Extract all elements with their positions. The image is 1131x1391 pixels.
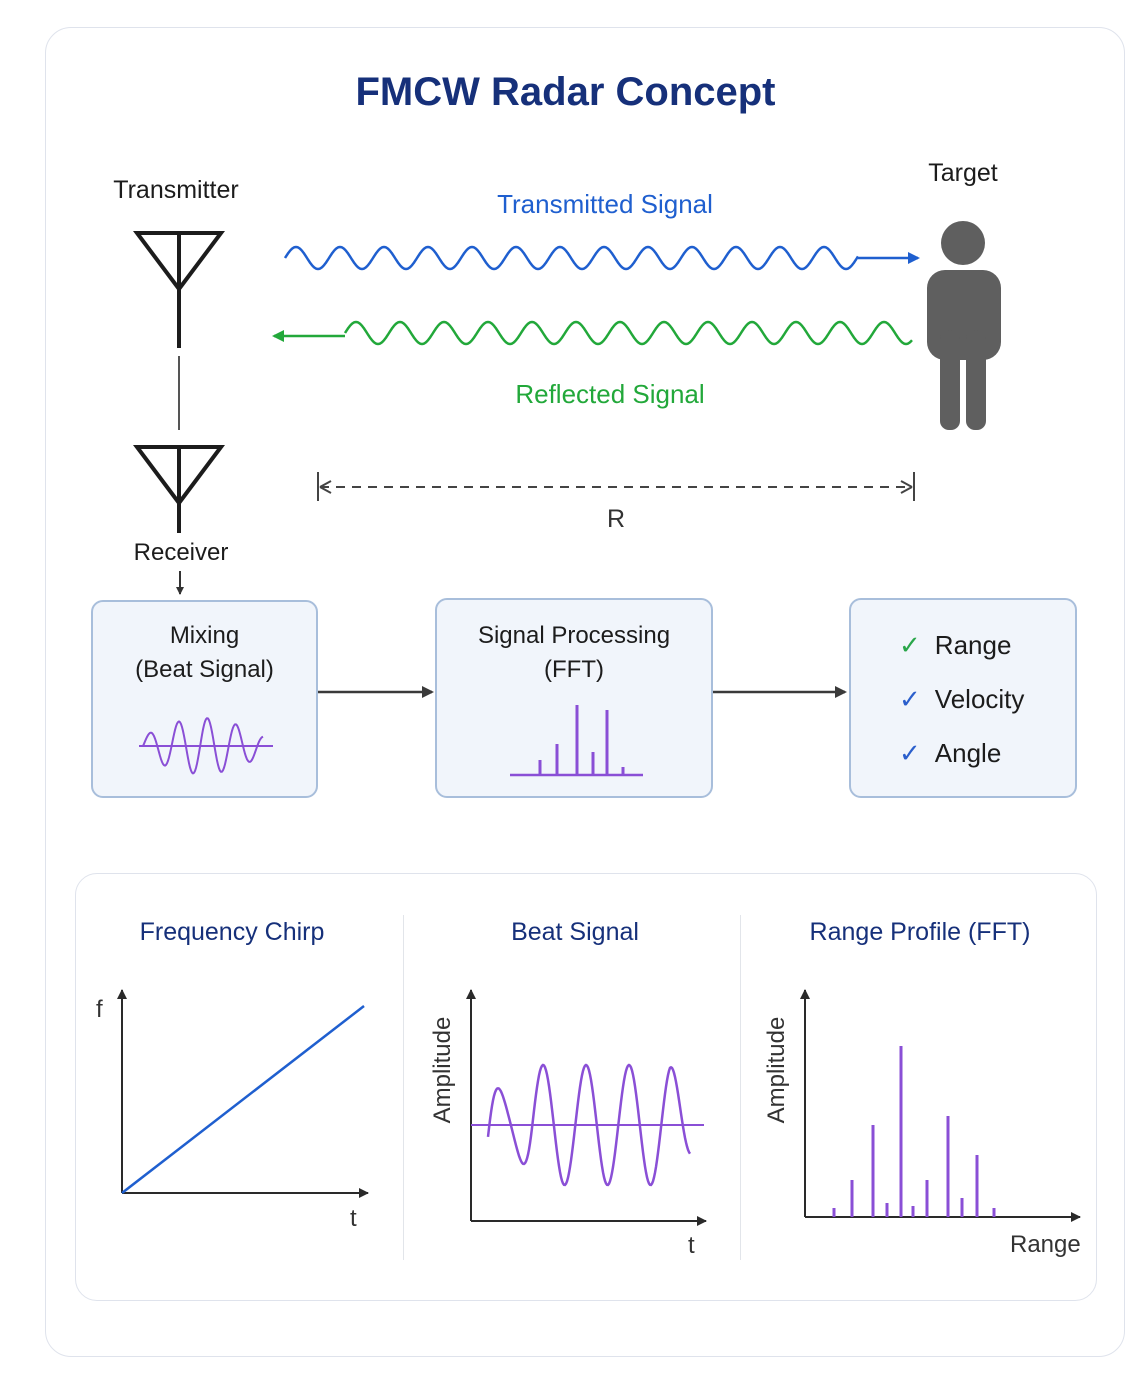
fft-axes [800, 989, 1081, 1222]
outputs-block: ✓Range ✓Velocity ✓Angle [849, 598, 1077, 798]
plot-divider [403, 915, 404, 1260]
diagram-title: FMCW Radar Concept [355, 70, 776, 114]
plots-panel [75, 873, 1097, 1301]
mixing-block-line2: (Beat Signal) [135, 656, 274, 683]
transmitter-antenna-icon [133, 231, 225, 348]
receiver-label: Receiver [133, 539, 229, 566]
mixing-beat-icon [139, 717, 273, 775]
fft-plot-title: Range Profile (FFT) [809, 918, 1031, 946]
fft-xlabel: Range [1010, 1231, 1081, 1258]
processing-block-line1: Signal Processing [477, 622, 671, 649]
processing-block: Signal Processing (FFT) [435, 598, 713, 798]
transmitted-signal-label: Transmitted Signal [497, 189, 713, 219]
transmitted-wave [283, 245, 860, 271]
output-velocity: ✓Velocity [899, 684, 1025, 714]
check-icon: ✓ [899, 684, 921, 714]
beat-xlabel: t [688, 1232, 695, 1259]
processing-block-line2: (FFT) [544, 656, 604, 683]
range-dimension-line [317, 472, 915, 501]
beat-plot-title: Beat Signal [511, 918, 639, 946]
chirp-xlabel: t [350, 1205, 357, 1232]
transmitter-label: Transmitter [113, 176, 239, 204]
plot-divider [740, 915, 741, 1260]
fft-spectrum-icon [510, 705, 643, 777]
reflected-wave [343, 320, 913, 346]
beat-wave [486, 1063, 692, 1187]
receiver-antenna-icon [133, 445, 225, 533]
chirp-plot-title: Frequency Chirp [139, 918, 325, 946]
range-marker-label: R [606, 505, 626, 533]
output-range: ✓Range [899, 630, 1012, 660]
chirp-line [121, 1005, 365, 1194]
output-angle: ✓Angle [899, 738, 1002, 768]
chirp-ylabel: f [96, 996, 103, 1023]
target-person-icon [927, 221, 1001, 430]
mixing-block-line1: Mixing [169, 622, 240, 649]
reflected-signal-label: Reflected Signal [515, 379, 705, 409]
check-icon: ✓ [899, 630, 921, 660]
fft-bars [832, 1046, 996, 1217]
target-label: Target [928, 159, 998, 187]
check-icon: ✓ [899, 738, 921, 768]
beat-axes [466, 989, 707, 1226]
chirp-axes [117, 989, 369, 1198]
mixing-block: Mixing (Beat Signal) [91, 600, 318, 798]
